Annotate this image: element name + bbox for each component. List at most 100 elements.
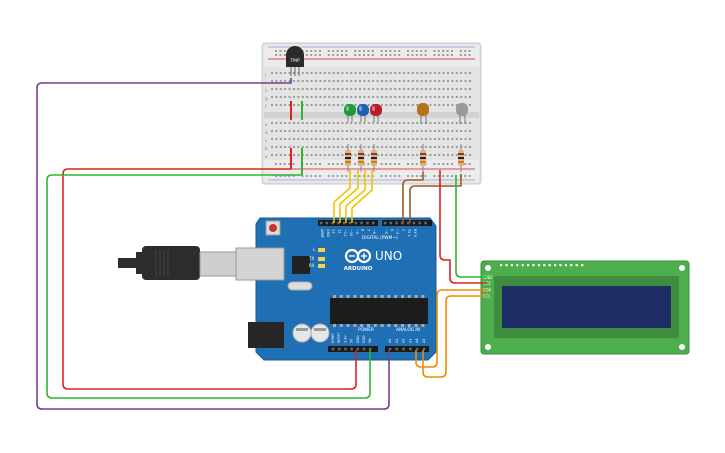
breadboard-hole <box>438 80 441 82</box>
analog-pin[interactable] <box>415 347 419 351</box>
breadboard-hole <box>460 88 463 90</box>
analog-pin[interactable] <box>395 347 399 351</box>
resistor[interactable] <box>358 144 364 172</box>
digital-pin[interactable] <box>406 221 410 225</box>
breadboard-hole <box>275 154 278 156</box>
breadboard-hole <box>447 122 449 124</box>
digital-pin[interactable] <box>354 221 358 225</box>
power-pin-label: GND <box>356 335 360 343</box>
breadboard-hole <box>310 50 313 52</box>
digital-pin[interactable] <box>348 221 352 225</box>
breadboard-hole <box>403 146 405 148</box>
breadboard-hole <box>407 96 410 98</box>
temperature-sensor[interactable]: TMP <box>286 46 304 76</box>
power-pin[interactable] <box>344 347 347 351</box>
digital-pin[interactable] <box>424 221 427 225</box>
breadboard-hole <box>433 130 436 132</box>
power-pin-label: IOREF <box>331 333 335 343</box>
breadboard-hole <box>469 138 471 140</box>
led-blue[interactable] <box>357 104 369 122</box>
power-pin[interactable] <box>368 347 372 351</box>
digital-pin[interactable] <box>383 221 387 225</box>
breadboard-hole <box>288 80 291 82</box>
resistor[interactable] <box>371 144 377 172</box>
breadboard-hole <box>372 88 375 90</box>
breadboard-hole <box>437 54 440 56</box>
analog-pin[interactable] <box>422 347 426 351</box>
lcd-top-pin <box>548 264 551 267</box>
lcd-pin-label: GND <box>483 275 492 280</box>
breadboard-hole <box>327 54 330 56</box>
breadboard-hole <box>385 104 388 106</box>
analog-pin[interactable] <box>388 347 392 351</box>
power-pin[interactable] <box>331 347 335 351</box>
power-pin[interactable] <box>362 347 366 351</box>
resistor[interactable] <box>458 144 464 172</box>
breadboard-hole <box>464 72 467 74</box>
breadboard-hole <box>337 96 339 98</box>
digital-pin[interactable] <box>342 221 346 225</box>
resistor[interactable] <box>345 144 351 172</box>
led-red[interactable] <box>370 104 382 122</box>
push-button[interactable] <box>456 103 468 124</box>
breadboard-hole <box>420 88 423 90</box>
digital-pin[interactable] <box>331 221 334 225</box>
breadboard-hole <box>315 96 317 98</box>
breadboard-hole <box>284 80 287 82</box>
digital-pin[interactable] <box>389 221 393 225</box>
digital-pin[interactable] <box>418 221 422 225</box>
breadboard-hole <box>323 122 326 124</box>
digital-pin[interactable] <box>337 221 340 225</box>
breadboard-hole <box>433 104 436 106</box>
wire-yellow-led-2 <box>339 170 359 223</box>
breadboard-hole <box>420 54 423 56</box>
breadboard-hole <box>442 154 445 156</box>
breadboard-hole <box>275 163 277 165</box>
breadboard-hole <box>271 80 273 82</box>
chip-pin <box>380 295 384 298</box>
breadboard-hole <box>411 104 414 106</box>
breadboard-hole <box>288 72 291 74</box>
breadboard-hole <box>389 50 392 52</box>
breadboard-hole <box>416 80 419 82</box>
breadboard-hole <box>354 96 357 98</box>
digital-pin-label: ~10 <box>349 229 353 236</box>
resistor[interactable] <box>420 144 426 172</box>
analog-pin[interactable] <box>409 347 412 351</box>
led-green[interactable] <box>344 104 356 122</box>
photoresistor[interactable] <box>417 103 429 124</box>
reset-button[interactable] <box>265 220 281 236</box>
digital-pin[interactable] <box>412 221 416 225</box>
digital-pin[interactable] <box>325 221 329 225</box>
wire-yellow-led-1 <box>333 170 351 223</box>
breadboard-hole <box>420 72 423 74</box>
digital-pin[interactable] <box>360 221 363 225</box>
breadboard-hole <box>305 175 308 177</box>
lcd-pin-label: SDA <box>483 287 492 292</box>
breadboard-hole <box>407 72 410 74</box>
power-pin[interactable] <box>356 347 360 351</box>
breadboard-hole <box>416 130 419 132</box>
digital-pin[interactable] <box>319 221 323 225</box>
breadboard-hole <box>332 122 335 124</box>
digital-pin[interactable] <box>371 221 375 225</box>
breadboard-hole <box>420 50 423 52</box>
breadboard-hole <box>394 138 397 140</box>
breadboard-hole <box>442 96 445 98</box>
breadboard-hole <box>411 80 414 82</box>
breadboard-hole <box>389 88 392 90</box>
breadboard-hole <box>275 88 278 90</box>
breadboard-hole <box>279 138 282 140</box>
power-pin[interactable] <box>337 347 341 351</box>
digital-pin[interactable] <box>366 221 369 225</box>
breadboard-hole <box>429 104 432 106</box>
breadboard-hole <box>327 50 330 52</box>
chip-pin <box>339 324 343 327</box>
analog-pin[interactable] <box>402 347 405 351</box>
digital-pin[interactable] <box>395 221 398 225</box>
power-pin[interactable] <box>350 347 353 351</box>
analog-pin-label: A4 <box>415 339 419 343</box>
breadboard-hole <box>425 138 427 140</box>
breadboard-hole <box>367 175 370 177</box>
breadboard-hole <box>407 175 409 177</box>
